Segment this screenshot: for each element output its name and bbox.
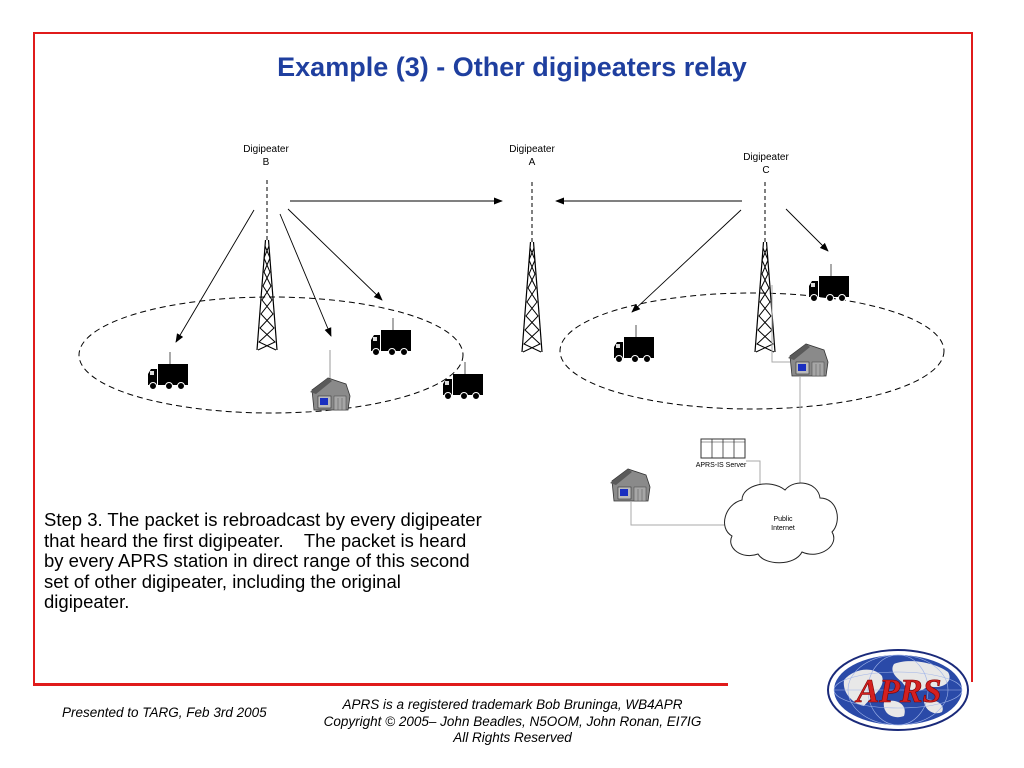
copyright-line: Copyright © 2005– John Beadles, N5OOM, J… (323, 713, 702, 729)
truck-icon-4 (613, 324, 655, 363)
digipeater-b-tower (256, 179, 278, 351)
house-icon-3 (609, 468, 651, 502)
truck-icon-1 (147, 351, 189, 390)
digipeater-a-label: Digipeater (509, 144, 555, 155)
step-description: Step 3. The packet is rebroadcast by eve… (44, 509, 487, 612)
slide-title: Example (3) - Other digipeaters relay (277, 52, 747, 82)
internet-cloud (724, 482, 838, 564)
cloud-label-line2: Internet (771, 525, 795, 532)
arrow-c-to-truck-3 (631, 209, 742, 313)
presented-note: Presented to TARG, Feb 3rd 2005 (62, 705, 267, 720)
house-icon-2 (787, 343, 829, 377)
truck-icon-5 (808, 263, 850, 302)
server-label: APRS-IS Server (696, 462, 747, 469)
coverage-area-c (559, 292, 945, 410)
arrow-b-to-house (279, 213, 332, 337)
cloud-label-line1: Public (773, 516, 793, 523)
truck-icon-3 (442, 361, 484, 400)
arrow-b-to-truck-2 (287, 208, 383, 301)
digipeater-a-tower (521, 181, 543, 353)
coverage-area-b (78, 296, 464, 414)
slide-frame (33, 32, 973, 686)
arrow-b-to-truck-1 (175, 209, 255, 343)
house-icon-1 (309, 377, 351, 411)
digipeater-c-label: Digipeater (743, 152, 789, 163)
transmission-arrows (175, 197, 829, 343)
aprs-logo: APRS (827, 649, 969, 731)
arrow-c-to-truck-4 (785, 208, 829, 252)
rights-line: All Rights Reserved (453, 730, 572, 745)
truck-icon-2 (370, 317, 412, 356)
digipeater-b-id: B (263, 157, 270, 168)
digipeater-a-id: A (529, 157, 536, 168)
digipeater-c-id: C (762, 165, 769, 176)
network-links (630, 285, 801, 526)
aprs-is-server (700, 438, 746, 459)
footer-credits: APRS is a registered trademark Bob Bruni… (300, 697, 725, 747)
trademark-line: APRS is a registered trademark Bob Bruni… (342, 697, 683, 712)
digipeater-b-label: Digipeater (243, 144, 289, 155)
logo-text: APRS (854, 673, 941, 710)
